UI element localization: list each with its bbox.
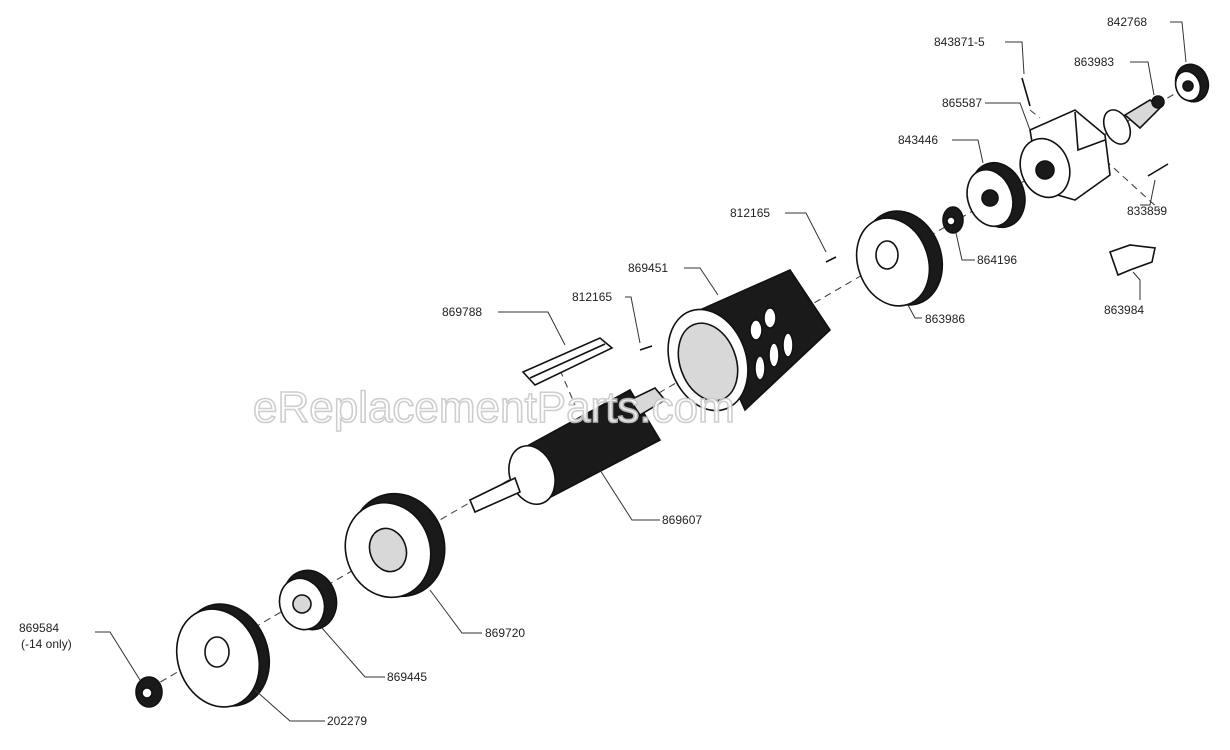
label-869584-note: (-14 only) [21,637,72,651]
part-865587-housing [1019,109,1111,201]
part-864196-small-bearing [942,206,964,234]
part-843446-bearing [966,161,1026,229]
part-202279-end-plate [175,603,271,708]
label-812165-lower: 812165 [572,290,612,304]
pin-axis [1029,109,1041,119]
latch-axis [1104,159,1161,211]
label-833859: 833859 [1127,204,1167,218]
label-842768: 842768 [1107,15,1147,29]
part-869445-bearing [278,569,338,631]
label-865587: 865587 [942,96,982,110]
label-843871-5: 843871-5 [934,35,985,49]
label-812165-upper: 812165 [730,206,770,220]
label-863986: 863986 [925,312,965,326]
part-812165-pin-lower [639,345,653,351]
part-843871-5-pin [1021,77,1031,107]
part-869720-ring [344,492,446,599]
part-863984-latch [1108,244,1156,277]
label-863983: 863983 [1074,55,1114,69]
blade-axis [559,369,576,406]
part-833859-pin [1147,163,1169,177]
label-869607: 869607 [662,513,702,527]
label-864196: 864196 [977,253,1017,267]
part-863986-end-plate [855,210,944,307]
part-869584-nut [135,676,163,708]
part-869788-vane [521,337,614,386]
label-869584: 869584 [19,621,59,635]
label-843446: 843446 [898,133,938,147]
part-869451-cylinder [667,268,832,412]
label-202279: 202279 [327,714,367,728]
part-842768-bearing [1174,63,1210,103]
part-812165-pin-upper [825,256,837,263]
leader-lines [95,21,1187,722]
label-869788: 869788 [442,305,482,319]
label-869445: 869445 [387,670,427,684]
part-863983-hub [1102,95,1165,145]
watermark-text: eReplacementParts.com [253,383,735,432]
label-869451: 869451 [628,261,668,275]
part-869607-rotor [468,387,667,514]
label-869720: 869720 [485,626,525,640]
label-863984: 863984 [1104,303,1144,317]
